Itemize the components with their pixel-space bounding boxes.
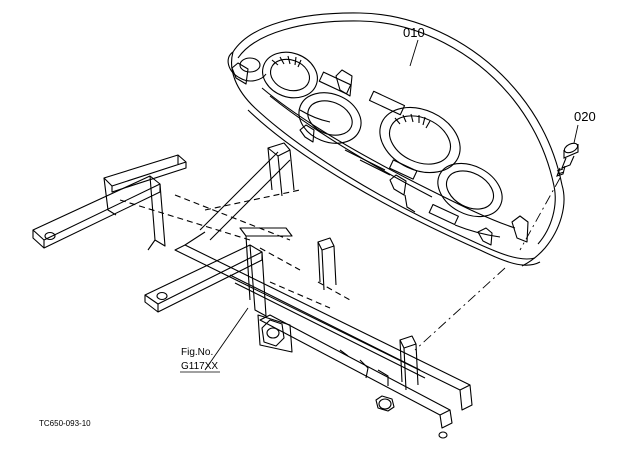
callout-010: 010 <box>403 25 425 40</box>
leader-lines <box>204 39 579 371</box>
figure-ref-line2: G117XX <box>181 361 218 372</box>
screw-part <box>556 142 579 177</box>
callout-020: 020 <box>574 109 596 124</box>
mounting-bracket <box>32 142 473 439</box>
instrument-panel-assembly <box>227 12 565 267</box>
drawing-id: TC650-093-10 <box>39 419 91 428</box>
assembly-line <box>414 177 561 351</box>
figure-ref-line1: Fig.No. <box>181 347 213 358</box>
